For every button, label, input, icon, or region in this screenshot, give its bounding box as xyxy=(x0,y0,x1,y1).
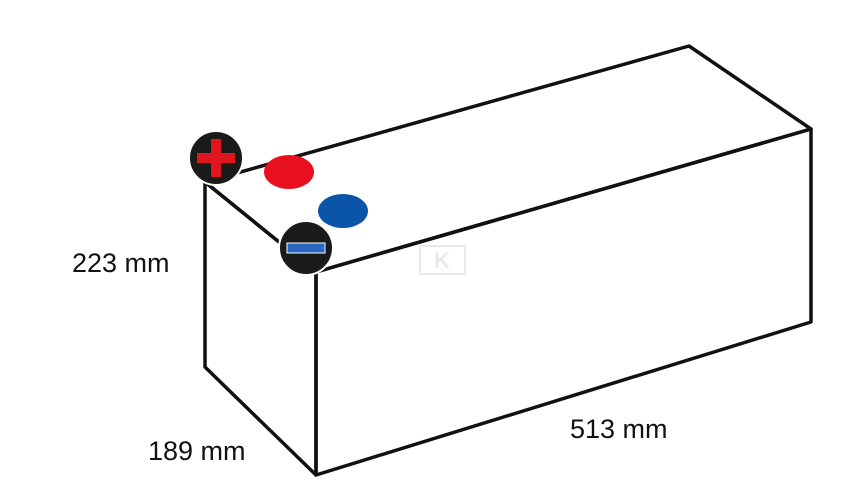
battery-front-face xyxy=(314,127,813,477)
positive-terminal-cap xyxy=(264,155,314,189)
positive-terminal-badge xyxy=(188,130,244,186)
plus-icon xyxy=(197,139,235,177)
height-dimension-label: 223 mm xyxy=(72,248,170,278)
watermark-logo: K xyxy=(419,245,466,275)
negative-terminal-badge xyxy=(278,220,334,276)
depth-dimension-label: 189 mm xyxy=(148,436,246,466)
length-dimension-label: 513 mm xyxy=(570,414,668,444)
minus-icon xyxy=(286,242,326,254)
negative-terminal-cap xyxy=(318,194,368,228)
svg-text:K: K xyxy=(434,248,450,273)
